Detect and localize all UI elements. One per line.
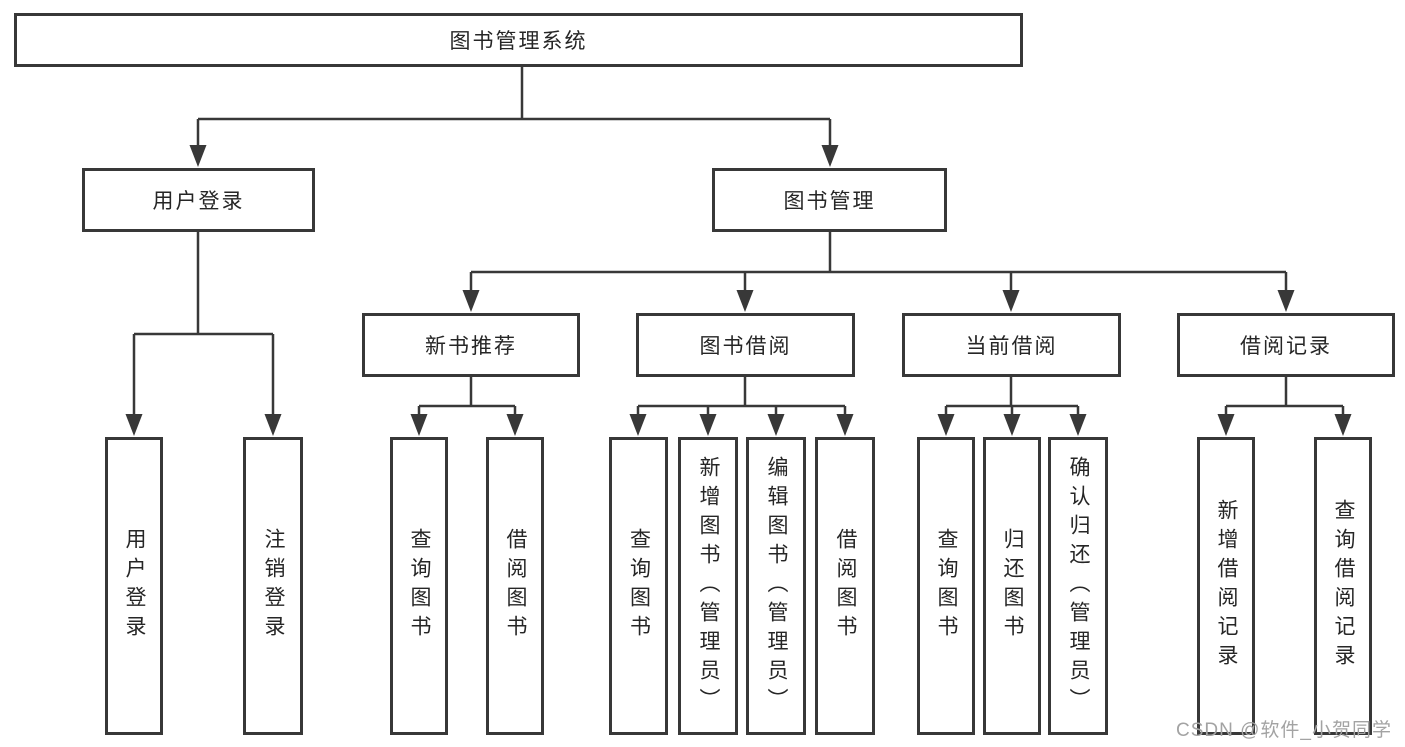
- node-label: 图书借阅: [699, 335, 792, 358]
- node-label: 图书管理系统: [449, 30, 588, 53]
- leaf-logout: 注销登录: [243, 437, 303, 735]
- leaf-return-books: 归还图书: [983, 437, 1041, 735]
- leaf-edit-books-admin: 编辑图书（管理员）: [746, 437, 806, 735]
- leaf-query-borrow-record: 查询借阅记录: [1314, 437, 1372, 735]
- node-label: 确认归还（管理员）: [1067, 455, 1090, 717]
- node-label: 查询借阅记录: [1332, 499, 1355, 673]
- node-label: 新增图书（管理员）: [697, 455, 720, 717]
- node-label: 新增借阅记录: [1215, 499, 1238, 673]
- node-new-book-recommend: 新书推荐: [362, 313, 580, 377]
- node-label: 用户登录: [152, 190, 245, 213]
- leaf-query-books-recommend: 查询图书: [390, 437, 448, 735]
- node-current-borrow: 当前借阅: [902, 313, 1121, 377]
- leaf-user-login: 用户登录: [105, 437, 163, 735]
- node-label: 归还图书: [1001, 528, 1024, 644]
- csdn-watermark: CSDN @软件_小贺同学: [1176, 720, 1392, 741]
- node-library-management-system: 图书管理系统: [14, 13, 1023, 67]
- node-borrow-records: 借阅记录: [1177, 313, 1395, 377]
- leaf-borrow-books-recommend: 借阅图书: [486, 437, 544, 735]
- leaf-query-books-current: 查询图书: [917, 437, 975, 735]
- node-label: 查询图书: [627, 528, 651, 644]
- leaf-query-books-borrow: 查询图书: [609, 437, 668, 735]
- node-label: 借阅记录: [1240, 335, 1332, 358]
- leaf-confirm-return-admin: 确认归还（管理员）: [1048, 437, 1108, 735]
- node-label: 查询图书: [408, 528, 431, 644]
- leaf-add-books-admin: 新增图书（管理员）: [678, 437, 738, 735]
- node-label: 当前借阅: [965, 335, 1058, 358]
- leaf-borrow-books: 借阅图书: [815, 437, 875, 735]
- node-label: 图书管理: [783, 190, 876, 213]
- node-label: 借阅图书: [504, 528, 527, 644]
- node-label: 用户登录: [123, 528, 146, 644]
- node-label: 查询图书: [935, 528, 958, 644]
- node-book-management: 图书管理: [712, 168, 947, 232]
- leaf-add-borrow-record: 新增借阅记录: [1197, 437, 1255, 735]
- node-book-borrow: 图书借阅: [636, 313, 855, 377]
- node-label: 编辑图书（管理员）: [765, 455, 788, 717]
- node-label: 借阅图书: [834, 528, 857, 644]
- node-label: 新书推荐: [425, 335, 517, 358]
- node-user-login: 用户登录: [82, 168, 315, 232]
- node-label: 注销登录: [262, 528, 285, 644]
